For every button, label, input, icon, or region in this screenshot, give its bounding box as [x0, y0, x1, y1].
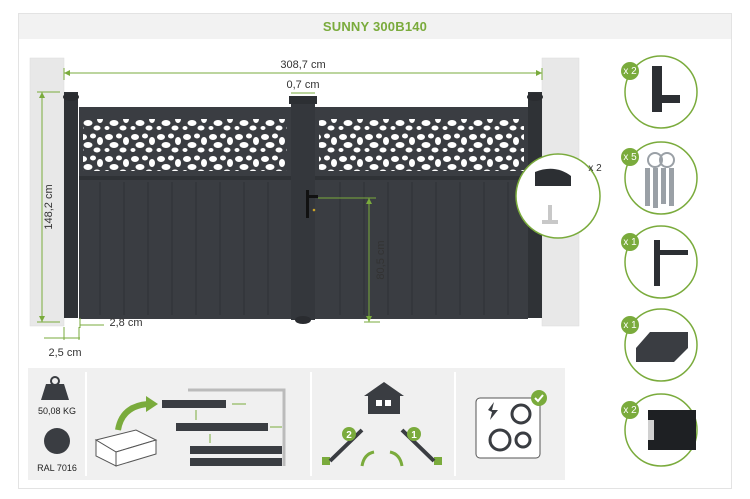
post-cap-icon [648, 410, 696, 450]
bottom-gap-label: 2,8 cm [109, 317, 142, 329]
post-gap-label: 2,5 cm [48, 347, 81, 359]
product-title: SUNNY 300B140 [322, 19, 428, 34]
step-2-label: 2 [346, 430, 352, 441]
gate-handle [306, 190, 309, 218]
total-width-label: 308,7 cm [280, 59, 325, 71]
accessory-qty-2: x 5 [623, 152, 637, 163]
zoom-qty: x 2 [588, 163, 602, 174]
accessory-post-cap: x 2 [621, 393, 698, 467]
weight-icon [41, 376, 69, 400]
boards-icon [162, 400, 282, 466]
height-label: 148,2 cm [43, 184, 55, 229]
center-post [291, 98, 315, 320]
opening-diagram: 2 1 [322, 427, 442, 467]
accessory-qty-5: x 2 [623, 405, 637, 416]
accessory-stopper: x 1 [621, 308, 698, 382]
weight-label: 50,08 KG [38, 406, 76, 416]
handle-icon [654, 240, 660, 286]
right-gate-leaf [315, 107, 528, 319]
accessory-keys: x 5 [621, 141, 698, 215]
house-icon [364, 382, 404, 414]
color-swatch [44, 428, 70, 454]
left-pillar [30, 58, 64, 326]
gate-stop-icon [535, 168, 571, 186]
keys-icon [645, 152, 675, 208]
motor-compatible-icon [475, 390, 547, 459]
gap-label: 0,7 cm [286, 79, 319, 91]
step-1-label: 1 [411, 430, 417, 441]
package-icon [94, 429, 158, 467]
accessory-handle: x 1 [621, 225, 698, 299]
accessory-qty-4: x 1 [623, 320, 637, 331]
accessory-qty-1: x 2 [623, 66, 637, 77]
stopper-icon [636, 332, 688, 362]
product-frame [18, 13, 732, 489]
left-gate-leaf [79, 107, 291, 319]
accessory-hinge: x 2 [621, 55, 698, 129]
left-post [64, 92, 78, 318]
hinge-icon [652, 66, 662, 112]
color-label: RAL 7016 [37, 463, 77, 473]
handle-height-label: 80,5 cm [375, 240, 387, 279]
title-bar: SUNNY 300B140 [19, 14, 731, 39]
accessory-qty-3: x 1 [623, 237, 637, 248]
